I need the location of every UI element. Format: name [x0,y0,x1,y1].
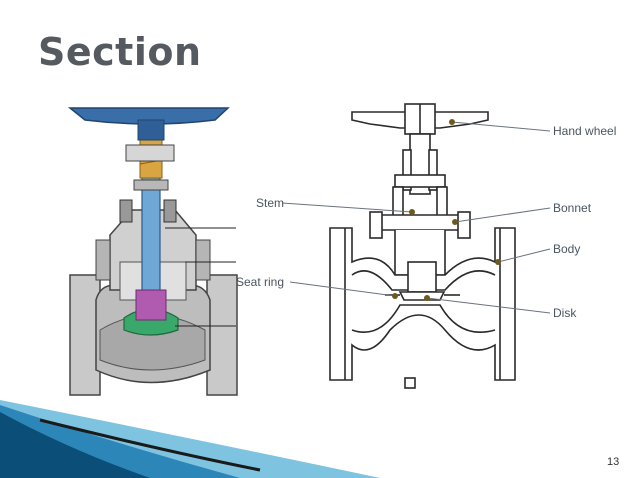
cutaway-valve-illustration [67,107,238,396]
label-hand-wheel: Hand wheel [553,124,616,138]
label-stem: Stem [256,196,284,210]
label-dots [392,119,501,301]
label-bonnet: Bonnet [553,201,592,215]
slide-title: Section [38,30,202,74]
label-leaders [281,121,551,314]
label-body: Body [553,242,580,256]
footer-swoosh-decoration [0,400,380,478]
label-seat-ring: Seat ring [236,275,284,289]
label-disk: Disk [553,306,577,320]
line-drawing-valve [329,103,516,389]
page-number: 13 [607,456,620,468]
